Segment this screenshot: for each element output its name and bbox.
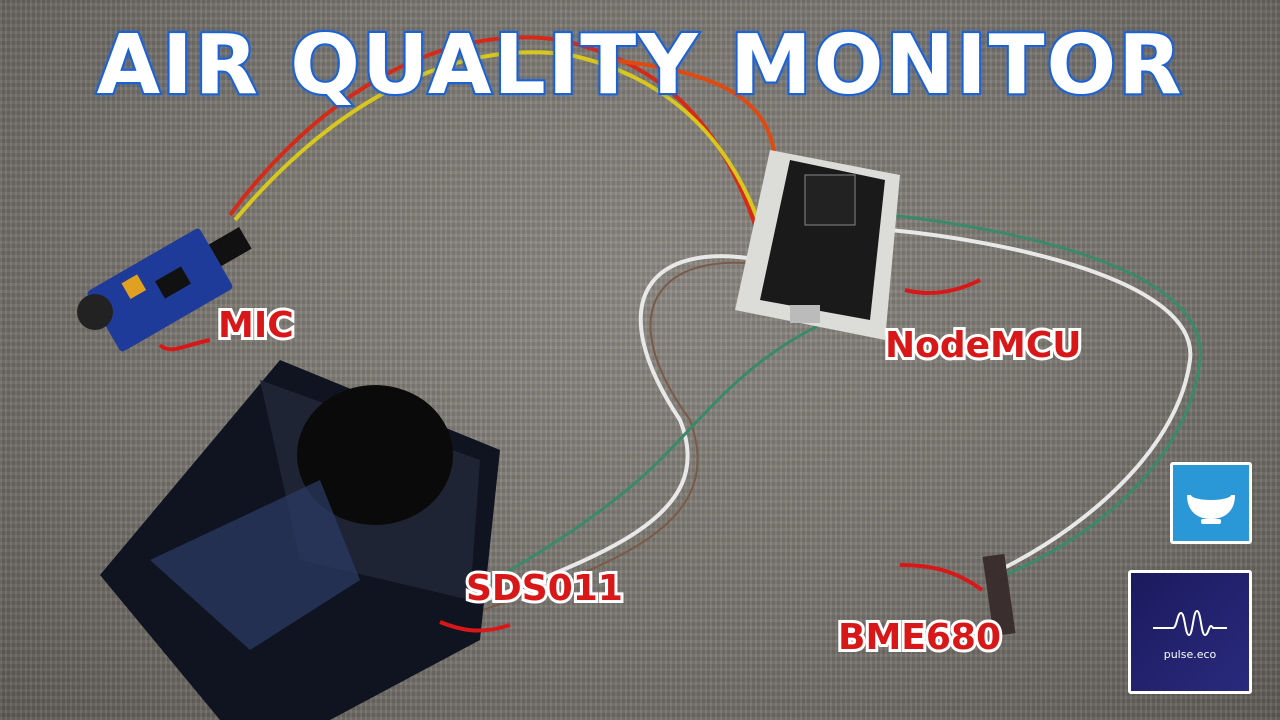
bowl-icon <box>1187 490 1235 524</box>
pulse-wave-icon <box>1153 609 1227 637</box>
pulse-eco-logo: pulse.eco <box>1128 570 1252 694</box>
mic-module <box>87 227 252 352</box>
sds011-sensor <box>100 360 500 720</box>
wires <box>228 35 1202 636</box>
page-title: AIR QUALITY MONITOR <box>95 16 1184 115</box>
label-sds011: SDS011 <box>463 565 626 612</box>
label-nodemcu: NodeMCU <box>882 322 1085 369</box>
pulse-eco-text: pulse.eco <box>1163 648 1217 661</box>
microphone-capsule <box>77 294 113 330</box>
arrows <box>158 278 984 633</box>
bme680-sensor <box>982 553 1016 637</box>
bowl-logo <box>1170 462 1252 544</box>
label-bme680: BME680 <box>835 614 1004 661</box>
nodemcu-board <box>735 150 900 340</box>
label-mic: MIC <box>215 302 297 349</box>
